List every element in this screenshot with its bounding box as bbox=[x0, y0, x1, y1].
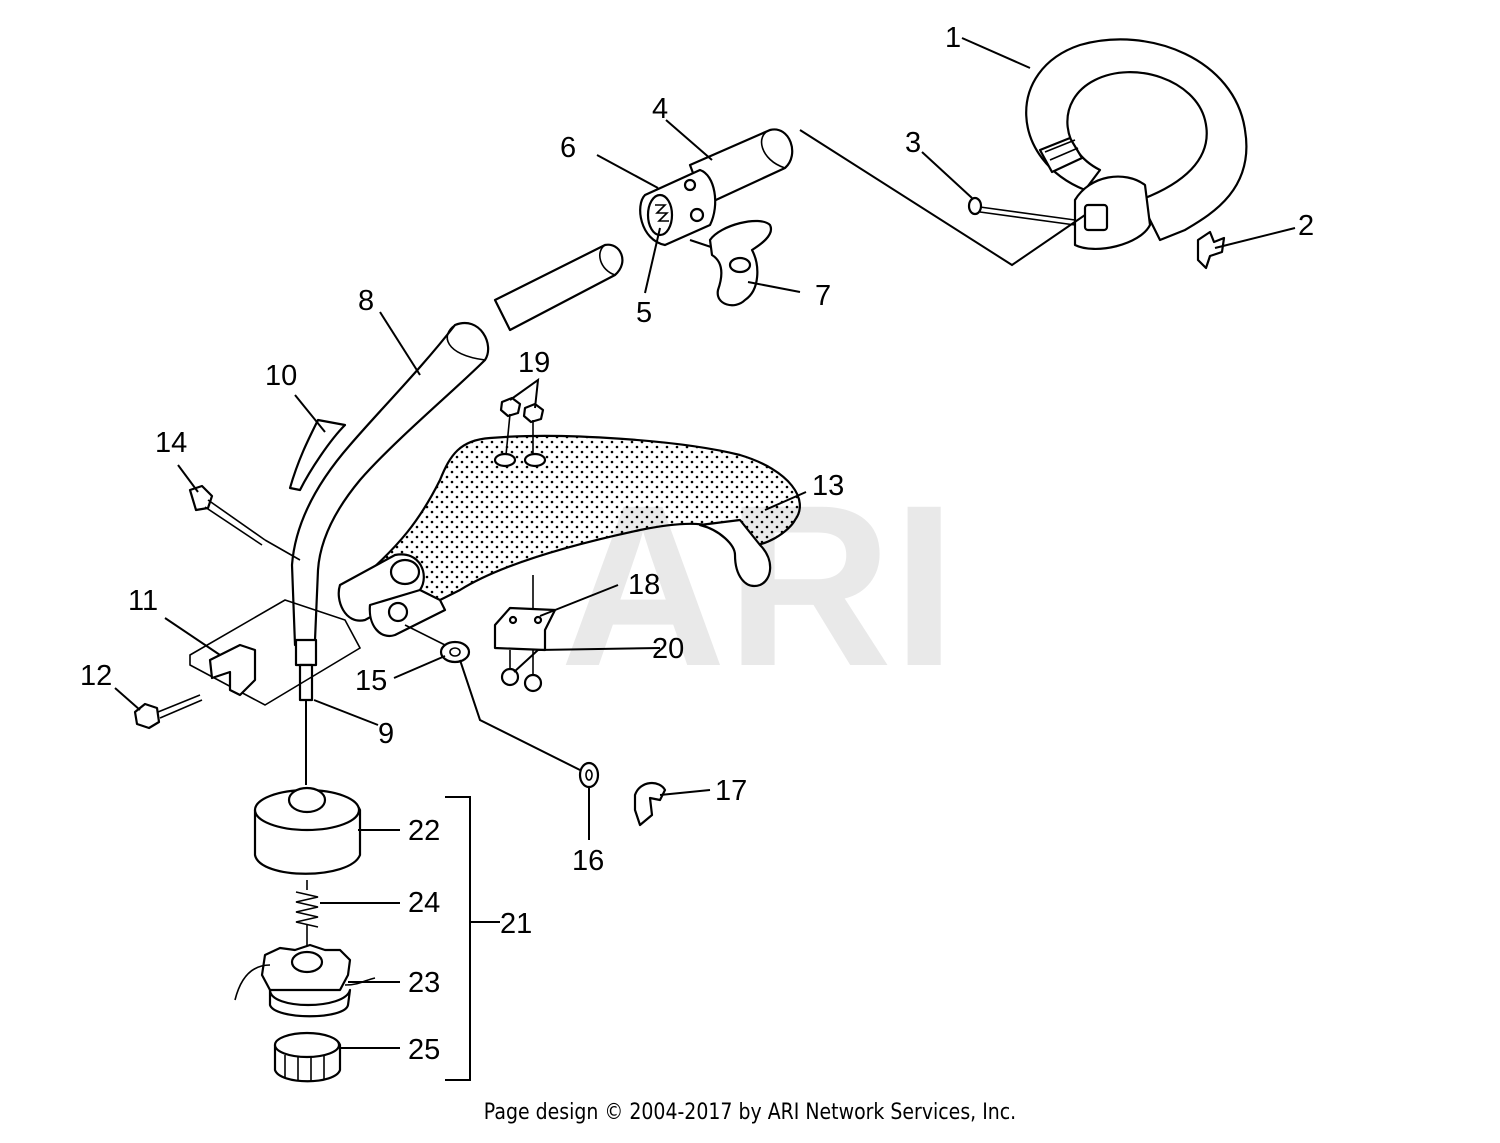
callout-16: 16 bbox=[572, 845, 604, 877]
callout-8: 8 bbox=[358, 285, 374, 317]
part-2-wing-nut bbox=[1196, 230, 1226, 270]
callout-14: 14 bbox=[155, 427, 187, 459]
callout-10: 10 bbox=[265, 360, 297, 392]
part-6-coupler bbox=[639, 168, 717, 247]
callout-20: 20 bbox=[652, 633, 684, 665]
callout-3: 3 bbox=[905, 127, 921, 159]
part-1-loop-handle bbox=[1025, 38, 1248, 250]
callout-4: 4 bbox=[652, 93, 668, 125]
callout-13: 13 bbox=[812, 470, 844, 502]
part-4-upper-tube bbox=[688, 128, 794, 207]
callout-5: 5 bbox=[636, 297, 652, 329]
leader-lines bbox=[114, 37, 1296, 1049]
part-25-knob-nut bbox=[273, 1031, 342, 1083]
part-13-guard bbox=[337, 434, 801, 638]
part-11-bracket bbox=[189, 599, 362, 706]
part-21-assembly-bracket bbox=[445, 796, 500, 1081]
part-19-screws bbox=[499, 396, 545, 456]
callout-25: 25 bbox=[408, 1034, 440, 1066]
callout-19: 19 bbox=[518, 347, 550, 379]
part-22-spool-housing bbox=[253, 786, 362, 875]
part-20-nuts bbox=[500, 650, 543, 693]
part-9-drive-end bbox=[294, 638, 318, 785]
part-23-spool bbox=[234, 943, 376, 1018]
part-17-clip bbox=[633, 782, 667, 827]
lower-tube-section bbox=[493, 243, 624, 332]
part-10-label bbox=[288, 418, 347, 492]
part-14-long-screw bbox=[188, 484, 301, 561]
callout-7: 7 bbox=[815, 280, 831, 312]
callout-15: 15 bbox=[355, 665, 387, 697]
part-12-bolt bbox=[133, 694, 203, 730]
part-3-screw bbox=[967, 196, 1076, 226]
part-24-spring bbox=[295, 880, 319, 950]
part-15-washer bbox=[404, 624, 581, 771]
callout-23: 23 bbox=[408, 967, 440, 999]
part-16-washer bbox=[578, 761, 600, 789]
callout-24: 24 bbox=[408, 887, 440, 919]
part-18-block bbox=[493, 575, 557, 652]
callout-21: 21 bbox=[500, 908, 532, 940]
callout-17: 17 bbox=[715, 775, 747, 807]
part-7-knob bbox=[689, 220, 773, 307]
callout-2: 2 bbox=[1298, 210, 1314, 242]
callout-labels: 1 2 3 4 5 6 7 8 9 10 11 12 13 14 15 16 1… bbox=[80, 22, 1314, 1066]
callout-12: 12 bbox=[80, 660, 112, 692]
callout-18: 18 bbox=[628, 569, 660, 601]
callout-1: 1 bbox=[945, 22, 961, 54]
callout-9: 9 bbox=[378, 718, 394, 750]
page-footer: Page design © 2004-2017 by ARI Network S… bbox=[483, 1100, 1017, 1125]
part-5-spring-pin bbox=[655, 204, 669, 222]
callout-11: 11 bbox=[128, 585, 158, 617]
callout-22: 22 bbox=[408, 815, 440, 847]
part-8-curved-shaft bbox=[290, 321, 490, 647]
callout-6: 6 bbox=[560, 132, 576, 164]
